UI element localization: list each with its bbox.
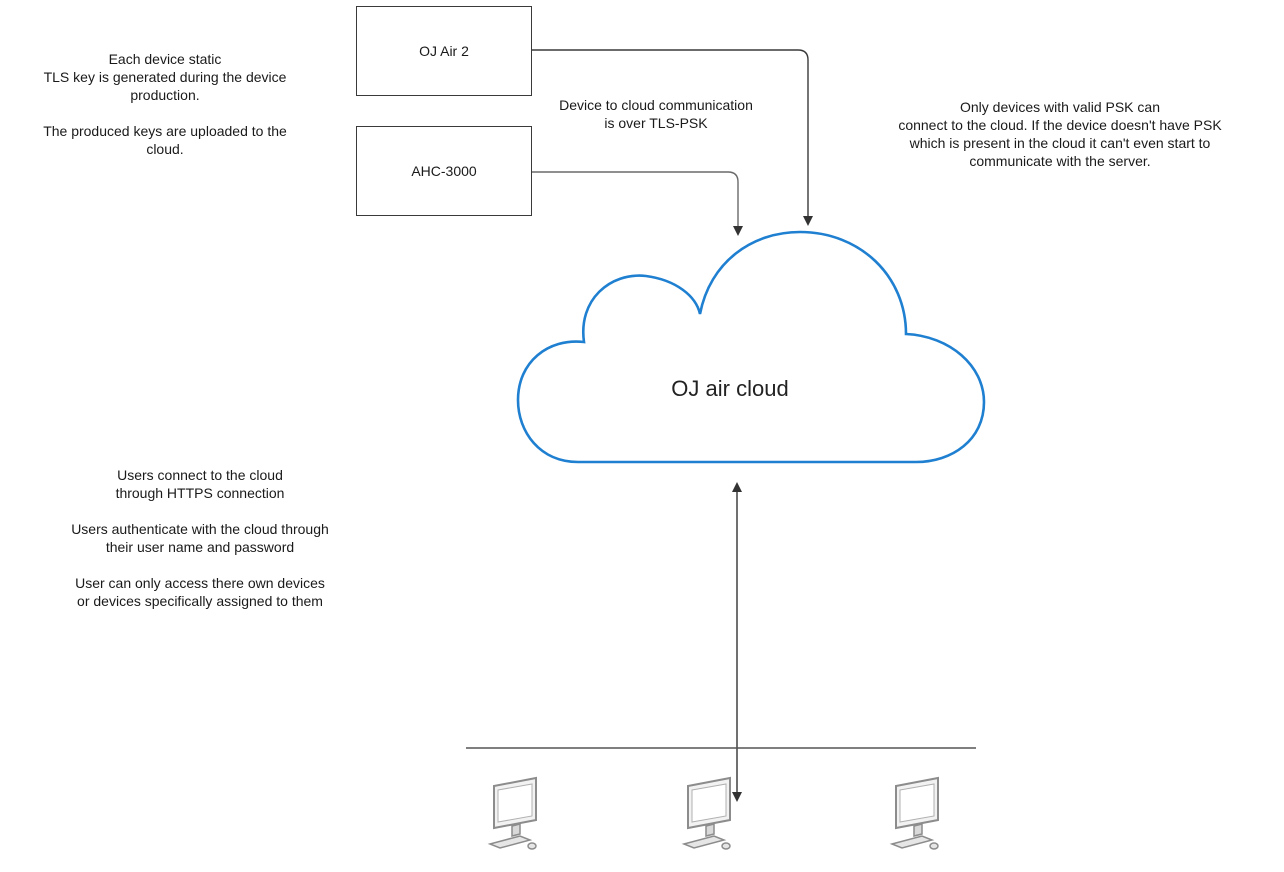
note-communication: Device to cloud communication is over TL… — [536, 96, 776, 132]
note-device-keys-line5: cloud. — [146, 141, 184, 157]
device-box-ahc-3000: AHC-3000 — [356, 126, 532, 216]
note-communication-line2: is over TLS-PSK — [604, 115, 708, 131]
note-users-line1: Users connect to the cloud — [117, 467, 283, 483]
cloud-label: OJ air cloud — [671, 376, 789, 401]
note-psk-line1: Only devices with valid PSK can — [960, 99, 1160, 115]
note-users-line5: User can only access there own devices — [75, 575, 325, 591]
note-users-line6: or devices specifically assigned to them — [77, 593, 323, 609]
note-psk-line2: connect to the cloud. If the device does… — [898, 117, 1222, 133]
note-communication-line1: Device to cloud communication — [559, 97, 753, 113]
note-psk: Only devices with valid PSK can connect … — [840, 98, 1280, 170]
note-device-keys-line3: production. — [130, 87, 200, 103]
connector-oj-air-2-to-cloud — [532, 49, 813, 226]
note-users: Users connect to the cloud through HTTPS… — [20, 466, 380, 610]
desktop-computer-icon — [681, 776, 731, 850]
note-device-keys: Each device static TLS key is generated … — [0, 50, 330, 158]
note-psk-line3: which is present in the cloud it can't e… — [909, 135, 1211, 151]
device-label-ahc-3000: AHC-3000 — [411, 163, 477, 179]
note-device-keys-line2: TLS key is generated during the device — [43, 69, 287, 85]
device-label-oj-air-2: OJ Air 2 — [419, 43, 469, 59]
note-users-line3: Users authenticate with the cloud throug… — [71, 521, 329, 537]
device-box-oj-air-2: OJ Air 2 — [356, 6, 532, 96]
desktop-computer-icon — [889, 776, 939, 850]
desktop-computer-icon — [487, 776, 537, 850]
note-users-line2: through HTTPS connection — [115, 485, 285, 501]
note-users-line4: their user name and password — [105, 539, 295, 555]
note-device-keys-line4: The produced keys are uploaded to the — [43, 123, 287, 139]
cloud-shape — [516, 230, 986, 464]
connector-ahc-3000-to-cloud — [532, 171, 743, 236]
note-device-keys-line1: Each device static — [108, 51, 222, 67]
note-psk-line4: communicate with the server. — [969, 153, 1151, 169]
